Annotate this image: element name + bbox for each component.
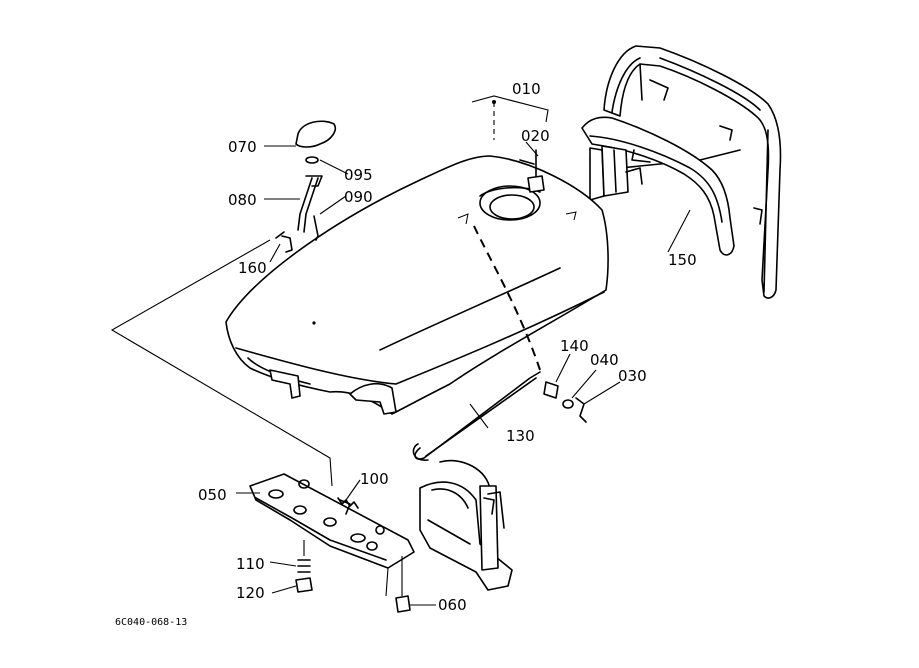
label-095: 095 bbox=[344, 166, 373, 184]
rear-guard bbox=[581, 116, 735, 256]
label-090: 090 bbox=[344, 188, 373, 206]
label-140: 140 bbox=[560, 337, 589, 355]
bolt-060 bbox=[395, 556, 411, 613]
base-plate bbox=[249, 473, 415, 569]
label-120: 120 bbox=[236, 584, 265, 602]
label-020: 020 bbox=[521, 127, 550, 145]
label-100: 100 bbox=[360, 470, 389, 488]
hinge-arc bbox=[439, 459, 491, 491]
bonnet bbox=[225, 155, 609, 415]
support-rod bbox=[412, 371, 587, 461]
callout-leaders bbox=[236, 141, 691, 606]
label-130: 130 bbox=[506, 427, 535, 445]
hinge-bracket bbox=[419, 481, 513, 591]
label-070: 070 bbox=[228, 138, 257, 156]
label-040: 040 bbox=[590, 351, 619, 369]
hood-lever-assembly bbox=[275, 120, 336, 253]
label-110: 110 bbox=[236, 555, 265, 573]
label-050: 050 bbox=[198, 486, 227, 504]
label-150: 150 bbox=[668, 251, 697, 269]
label-080: 080 bbox=[228, 191, 257, 209]
label-010: 010 bbox=[512, 80, 541, 98]
dashed-guide bbox=[473, 225, 541, 371]
drawing-code: 6C040-068-13 bbox=[115, 617, 187, 628]
spring-and-nut bbox=[295, 540, 313, 593]
label-160: 160 bbox=[238, 259, 267, 277]
label-060: 060 bbox=[438, 596, 467, 614]
label-030: 030 bbox=[618, 367, 647, 385]
rops-frame bbox=[589, 45, 782, 299]
spring-100 bbox=[337, 497, 359, 509]
